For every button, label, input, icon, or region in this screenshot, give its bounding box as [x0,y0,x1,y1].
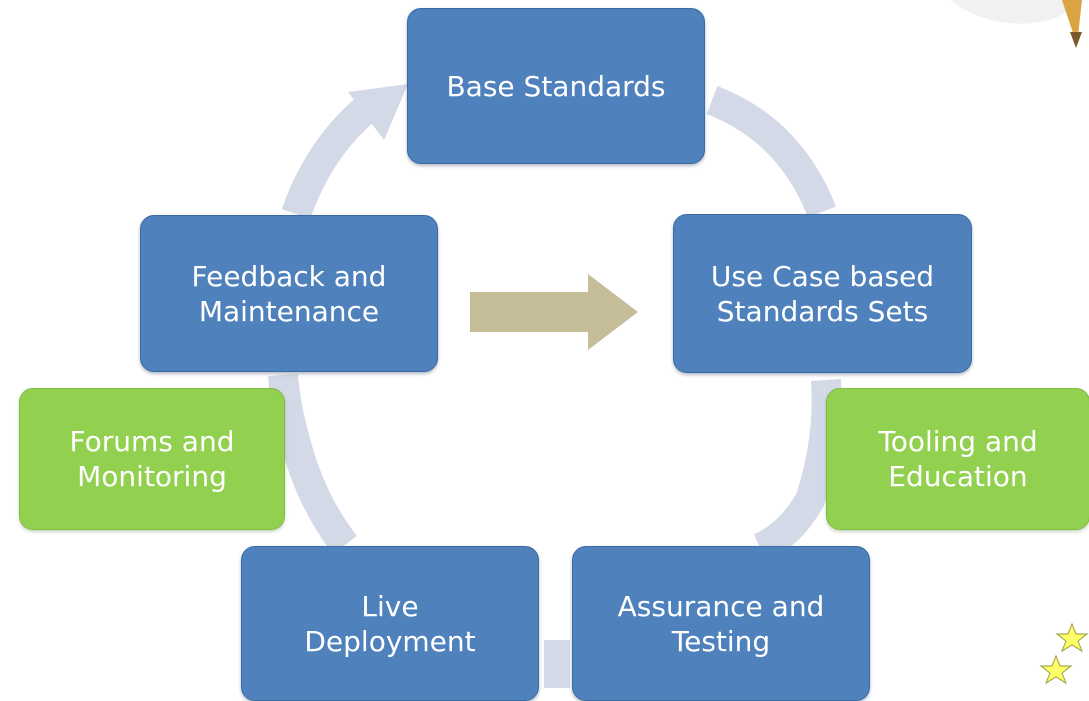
node-use-case-standards-sets: Use Case based Standards Sets [673,214,972,373]
ring-segment-bottom [544,640,570,688]
center-arrow-icon [470,274,638,350]
stars-icon [1039,622,1089,685]
node-forums-monitoring: Forums and Monitoring [19,388,285,530]
ring-segment-top-left [281,92,382,220]
node-assurance-testing: Assurance and Testing [572,546,870,701]
node-live-deployment: Live Deployment [241,546,539,701]
pencil-icon [950,0,1082,48]
ring-segment-top-right [706,86,836,218]
node-base-standards: Base Standards [407,8,705,164]
ring-segment-left [268,373,357,555]
ring-arrowhead [348,84,408,140]
ring-segment-right [753,379,842,562]
node-feedback-maintenance: Feedback and Maintenance [140,215,438,372]
node-tooling-education: Tooling and Education [826,388,1089,530]
